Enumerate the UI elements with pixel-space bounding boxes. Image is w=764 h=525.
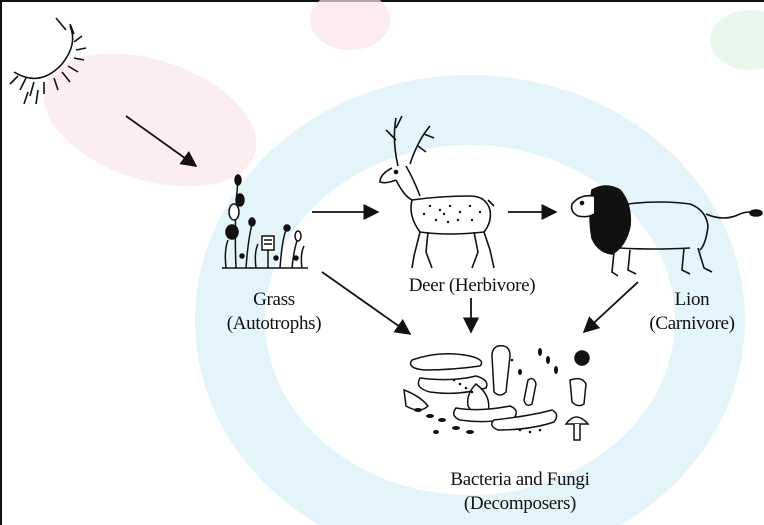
grass-icon bbox=[222, 175, 308, 268]
decomposers-name: Bacteria and Fungi bbox=[400, 468, 640, 492]
deer-name: Deer (Herbivore) bbox=[380, 274, 564, 298]
grass-name: Grass bbox=[212, 288, 336, 312]
lion-label: Lion (Carnivore) bbox=[636, 288, 748, 336]
grass-role: (Autotrophs) bbox=[212, 312, 336, 336]
decomposers-label: Bacteria and Fungi (Decomposers) bbox=[400, 468, 640, 516]
lion-icon bbox=[572, 186, 762, 276]
deer-label: Deer (Herbivore) bbox=[380, 274, 564, 298]
deer-icon bbox=[380, 116, 494, 268]
arrow-sun-to-grass bbox=[126, 116, 196, 166]
sun-icon bbox=[10, 18, 86, 104]
arrow-lion-to-decomposers bbox=[584, 282, 638, 332]
lion-role: (Carnivore) bbox=[636, 312, 748, 336]
decomposers-role: (Decomposers) bbox=[400, 492, 640, 516]
decomposers-icon bbox=[404, 346, 589, 440]
grass-label: Grass (Autotrophs) bbox=[212, 288, 336, 336]
lion-name: Lion bbox=[636, 288, 748, 312]
